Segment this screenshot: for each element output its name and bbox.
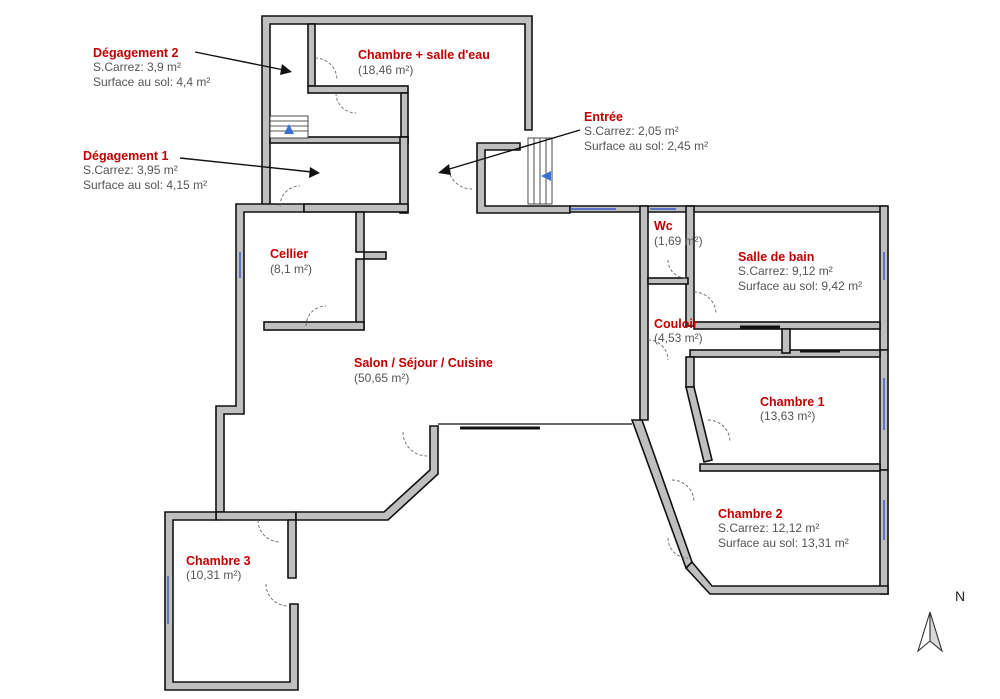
door-arc-13 (257, 519, 281, 543)
room-chambre-salle-eau: Chambre + salle d'eau (18,46 m²) (358, 46, 494, 77)
room-wc: Wc (1,69 m²) (654, 217, 703, 248)
wall-chambre2-south (684, 560, 889, 595)
wall-int-17 (685, 356, 695, 388)
wall-chambre3 (164, 511, 299, 691)
wall-couloir-west (639, 205, 649, 421)
room-name: Salle de bain (738, 250, 814, 264)
arrowhead-icon (438, 164, 451, 175)
walls (164, 15, 889, 691)
door-arc-11 (671, 479, 695, 503)
room-name: Chambre 2 (718, 507, 783, 521)
room-chambre-1: Chambre 1 (13,63 m²) (760, 393, 829, 423)
doors (257, 57, 731, 607)
door-arc-3 (279, 185, 301, 207)
wall-int-2 (307, 85, 409, 94)
wall-entree-east (476, 142, 571, 214)
wall-diagonal-south (630, 419, 693, 570)
room-value: Surface au sol: 9,42 m² (738, 279, 862, 293)
wall-int-8 (363, 251, 387, 260)
leader-degagement-2 (194, 51, 285, 71)
door-arc-1 (314, 57, 338, 81)
compass: N (916, 588, 965, 653)
room-entree: Entrée S.Carrez: 2,05 m² Surface au sol:… (584, 108, 708, 153)
room-value: (13,63 m²) (760, 409, 815, 423)
wall-int-1 (307, 23, 316, 87)
room-name: Wc (654, 219, 673, 233)
room-value: (1,69 m²) (654, 234, 703, 248)
room-value: Surface au sol: 4,15 m² (83, 178, 207, 192)
leader-degagement-1 (179, 157, 313, 173)
stair-arrow-icon (284, 124, 294, 134)
room-value: Surface au sol: 13,31 m² (718, 536, 849, 550)
room-name: Couloir (654, 317, 698, 331)
room-name: Entrée (584, 110, 623, 124)
north-arrow-icon (916, 611, 944, 653)
wall-int-5 (399, 136, 409, 214)
wall-int-11 (685, 205, 695, 327)
stair-arrow-icon (541, 171, 551, 181)
door-arc-12 (667, 537, 689, 559)
arrowhead-icon (280, 64, 292, 75)
wall-int-16 (699, 463, 881, 472)
door-arc-8 (693, 291, 717, 315)
interior-walls (263, 23, 881, 472)
room-name: Cellier (270, 247, 308, 261)
door-arc-5 (305, 305, 327, 327)
room-name: Chambre 3 (186, 554, 251, 568)
room-value: S.Carrez: 3,95 m² (83, 163, 178, 177)
wall-salon-bay (295, 425, 439, 521)
arrowhead-icon (309, 167, 320, 178)
north-label: N (955, 588, 965, 604)
sliding-doors (438, 325, 840, 430)
room-value: S.Carrez: 3,9 m² (93, 60, 181, 74)
windows (167, 208, 885, 624)
leader-entree (445, 129, 581, 171)
wall-int-15 (781, 328, 791, 354)
room-labels: Chambre + salle d'eau (18,46 m²) Dégagem… (83, 44, 862, 582)
room-value: S.Carrez: 2,05 m² (584, 124, 679, 138)
room-value: (18,46 m²) (358, 63, 413, 77)
wall-chambre3-east (287, 519, 297, 579)
wall-int-9 (355, 258, 365, 330)
door-arc-2 (335, 92, 357, 114)
room-chambre-2: Chambre 2 S.Carrez: 12,12 m² Surface au … (718, 505, 849, 550)
room-name: Chambre + salle d'eau (358, 48, 490, 62)
door-arc-14 (265, 583, 289, 607)
wall-int-7 (355, 211, 365, 253)
door-arc-9 (647, 339, 669, 361)
wall-int-6 (303, 203, 409, 213)
room-value: (8,1 m²) (270, 262, 312, 276)
room-name: Dégagement 1 (83, 149, 168, 163)
room-couloir: Couloir (4,53 m²) (654, 315, 703, 345)
wall-main-north (569, 205, 887, 213)
room-name: Dégagement 2 (93, 46, 178, 60)
room-value: (10,31 m²) (186, 568, 241, 582)
stairs (269, 115, 553, 205)
room-salle-de-bain: Salle de bain S.Carrez: 9,12 m² Surface … (738, 248, 862, 293)
room-value: S.Carrez: 12,12 m² (718, 521, 819, 535)
room-name: Salon / Séjour / Cuisine (354, 356, 493, 370)
room-degagement-1: Dégagement 1 S.Carrez: 3,95 m² Surface a… (83, 147, 207, 192)
room-name: Chambre 1 (760, 395, 825, 409)
room-value: (50,65 m²) (354, 371, 409, 385)
wall-int-13 (693, 321, 881, 330)
wall-int-3 (400, 92, 409, 138)
room-chambre-3: Chambre 3 (10,31 m²) (186, 552, 255, 582)
room-value: Surface au sol: 4,4 m² (93, 75, 210, 89)
room-salon: Salon / Séjour / Cuisine (50,65 m²) (354, 354, 497, 385)
room-value: Surface au sol: 2,45 m² (584, 139, 708, 153)
wall-salon-south (215, 511, 297, 521)
door-arc-10 (707, 419, 731, 443)
room-value: S.Carrez: 9,12 m² (738, 264, 833, 278)
door-arc-6 (402, 431, 428, 457)
wall-int-diag (684, 386, 713, 463)
room-value: (4,53 m²) (654, 331, 703, 345)
door-arc-7 (667, 259, 687, 279)
room-cellier: Cellier (8,1 m²) (270, 245, 313, 276)
wall-int-10 (263, 321, 365, 331)
leader-arrows (179, 51, 581, 178)
room-degagement-2: Dégagement 2 S.Carrez: 3,9 m² Surface au… (93, 44, 210, 89)
wall-int-12 (647, 277, 689, 285)
